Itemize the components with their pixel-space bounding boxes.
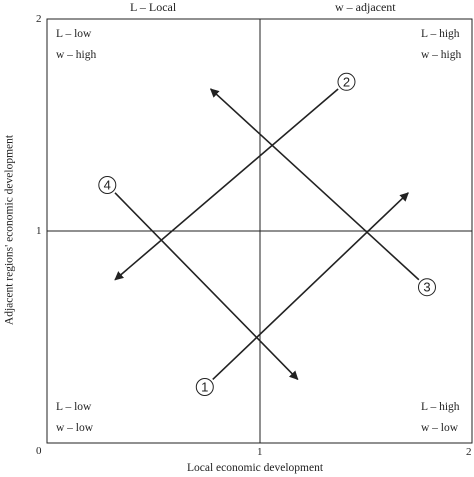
quadrant-adjacent-level: w – low — [56, 422, 94, 434]
quadrant-top-right: L – high w – high — [421, 24, 461, 66]
quadrant-local-level: L – high — [421, 401, 460, 413]
path-number-circle — [417, 278, 436, 297]
path-number-marker: 2 — [337, 72, 356, 91]
path-number-label: 4 — [104, 177, 111, 192]
path-number-marker: 1 — [195, 377, 214, 396]
x-axis-label: Local economic development — [187, 462, 324, 474]
quadrant-top-left: L – low w – high — [56, 24, 96, 66]
quadrant-bottom-right: L – high w – low — [421, 397, 460, 439]
y-tick-label: 2 — [36, 13, 42, 25]
x-tick-label: 2 — [466, 446, 472, 458]
y-axis-label: Adjacent regions' economic development — [3, 134, 16, 326]
path-arrow-1 — [212, 192, 409, 380]
path-number-circle — [337, 72, 356, 91]
quadrant-local-level: L – high — [421, 28, 460, 40]
quadrant-adjacent-level: w – high — [56, 49, 97, 61]
path-arrow-4 — [114, 192, 299, 381]
path-number-label: 2 — [343, 74, 350, 89]
path-arrow-2 — [114, 88, 339, 281]
path-number-label: 3 — [423, 280, 430, 295]
x-tick-label: 1 — [257, 446, 263, 458]
quadrant-bottom-left: L – low w – low — [56, 397, 93, 439]
path-number-circle — [98, 175, 117, 194]
legend-local: L – Local — [130, 0, 177, 14]
quadrant-adjacent-level: w – low — [421, 422, 459, 434]
path-number-marker: 4 — [98, 175, 117, 194]
quadrant-adjacent-level: w – high — [421, 49, 462, 61]
path-arrow-3 — [209, 88, 420, 281]
arrow-paths: 1 2 3 4 — [98, 72, 436, 396]
y-tick-label: 1 — [36, 225, 42, 237]
quadrant-local-level: L – low — [56, 28, 92, 40]
path-number-circle — [195, 377, 214, 396]
path-number-label: 1 — [201, 379, 208, 394]
quadrant-local-level: L – low — [56, 401, 92, 413]
origin-tick-label: 0 — [36, 445, 42, 457]
path-number-marker: 3 — [417, 278, 436, 297]
legend-adjacent: w – adjacent — [335, 0, 396, 14]
